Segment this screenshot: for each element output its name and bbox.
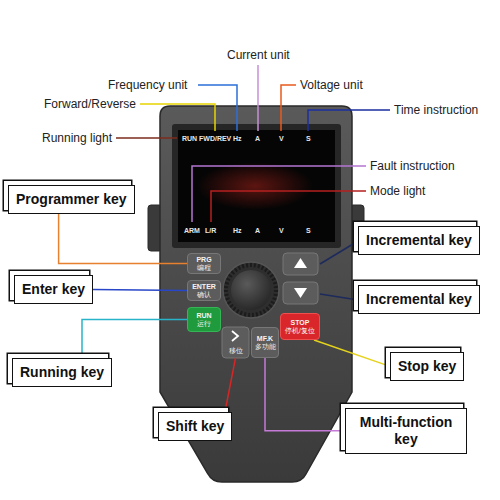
key-button: PRG编程 <box>187 253 221 274</box>
side-tab <box>148 205 162 251</box>
indicator-label: A <box>255 226 260 235</box>
indicator-label: S <box>306 226 311 235</box>
key-label: MF.K <box>257 335 273 343</box>
key-label: 多功能 <box>255 343 276 351</box>
callout-box: Stop key <box>390 352 464 381</box>
callout-text: Running key <box>20 364 104 381</box>
annotation-label: Frequency unit <box>108 78 187 92</box>
callout-text: Stop key <box>398 358 456 375</box>
leader-line <box>314 340 390 366</box>
leader-line <box>211 191 366 222</box>
indicator-label: FWD/REV <box>199 134 231 143</box>
annotation-label: Running light <box>42 131 112 145</box>
shift-arrow-symbol <box>232 331 238 341</box>
indicator-label: Hz <box>233 134 242 143</box>
callout-box: Programmer key <box>8 185 135 214</box>
key-label: PRG <box>196 256 211 264</box>
key-label: ENTER <box>192 283 216 291</box>
leader-line <box>116 137 177 139</box>
knob-grip <box>226 265 276 315</box>
key-label: RUN <box>196 312 211 320</box>
display-glow <box>197 162 313 210</box>
leader-line <box>265 358 345 431</box>
key-label: 移位 <box>229 347 243 355</box>
shift-key-shape <box>222 327 249 358</box>
leader-line <box>257 65 259 131</box>
key-button: 移位 <box>222 327 249 358</box>
leader-line <box>93 289 187 290</box>
callout-text: Incremental key <box>366 291 472 308</box>
leader-line <box>320 294 358 300</box>
keypad-housing <box>160 106 352 482</box>
key-label: STOP <box>291 319 310 327</box>
indicator-label: L/R <box>205 226 216 235</box>
display-bezel <box>172 124 341 248</box>
annotation-label: Forward/Reverse <box>44 97 136 111</box>
leader-line <box>225 358 236 412</box>
annotation-label: Mode light <box>370 184 425 198</box>
leader-line <box>198 85 237 131</box>
up-arrow-symbol <box>294 258 307 268</box>
leader-line <box>59 214 187 264</box>
callout-box: Incremental key <box>358 285 480 314</box>
callout-box: Enter key <box>14 275 93 304</box>
annotation-label: Fault instruction <box>370 159 455 173</box>
annotation-label: Voltage unit <box>300 78 363 92</box>
indicator-label: V <box>279 226 284 235</box>
key-button: RUN运行 <box>187 307 221 332</box>
callout-text: Incremental key <box>366 232 472 249</box>
callout-text: Programmer key <box>16 191 127 208</box>
indicator-label: ARM <box>184 226 200 235</box>
knob-rim <box>223 262 279 318</box>
callout-box: Running key <box>12 358 112 387</box>
leader-line <box>281 85 296 131</box>
callout-box: Multi-function key <box>345 408 467 454</box>
indicator-label: A <box>255 134 260 143</box>
callout-text: Enter key <box>22 281 85 298</box>
leader-line <box>82 320 187 359</box>
display-screen-shape <box>178 130 335 242</box>
leader-line <box>320 241 358 264</box>
up-key <box>283 253 318 275</box>
knob-face <box>231 270 271 310</box>
down-key <box>283 282 318 304</box>
leader-line <box>192 166 366 222</box>
callout-box: Shift key <box>158 412 232 441</box>
key-button: STOP停机/复位 <box>280 313 320 340</box>
annotation-label: Time instruction <box>394 103 478 117</box>
key-button: MF.K多功能 <box>251 327 279 358</box>
leader-line <box>308 110 390 131</box>
key-label: 停机/复位 <box>285 327 315 335</box>
callout-text: Shift key <box>166 418 224 435</box>
down-arrow-symbol <box>294 288 307 298</box>
indicator-label: Hz <box>233 226 242 235</box>
callout-text: Multi-function key <box>353 414 459 448</box>
leader-line <box>140 104 215 131</box>
key-label: 编程 <box>197 264 211 272</box>
callout-box: Incremental key <box>358 226 480 255</box>
indicator-label: S <box>306 134 311 143</box>
annotation-label: Current unit <box>227 48 290 62</box>
key-label: 运行 <box>197 320 211 328</box>
indicator-label: RUN <box>182 134 197 143</box>
indicator-label: V <box>279 134 284 143</box>
display-screen: RUNFWD/REVHzAVSARML/RHzAVS <box>178 130 335 242</box>
key-button: ENTER确认 <box>187 280 221 301</box>
key-label: 确认 <box>197 291 211 299</box>
